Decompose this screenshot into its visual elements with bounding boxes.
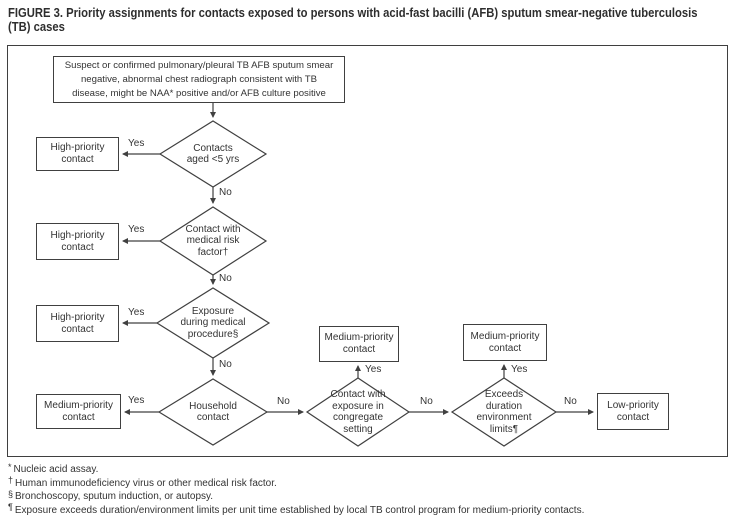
decision-diamond-medical-procedure (155, 287, 271, 359)
edge-label-no-medical-risk: No (219, 273, 232, 284)
footnote-item: †Human immunodeficiency virus or other m… (8, 475, 730, 491)
start-node: Suspect or confirmed pulmonary/pleural T… (53, 56, 345, 103)
figure-title: FIGURE 3. Priority assignments for conta… (8, 6, 698, 34)
footnote-list: *Nucleic acid assay. †Human immunodefici… (8, 461, 730, 518)
flow-arrows (122, 103, 594, 415)
decision-diamond-duration-limits (450, 377, 558, 447)
footnote-item: ¶Exposure exceeds duration/environment l… (8, 502, 730, 518)
edge-label-no-duration: No (564, 396, 577, 407)
footnote-text: Exposure exceeds duration/environment li… (14, 504, 585, 516)
flowchart-canvas (122, 103, 594, 447)
footnote-marker: † (8, 475, 14, 485)
decision-diamond-medical-risk (158, 206, 268, 276)
edge-label-yes-medical-procedure: Yes (128, 307, 145, 318)
edge-label-no-medical-procedure: No (219, 359, 232, 370)
edge-label-yes-congregate: Yes (365, 364, 382, 375)
edge-label-yes-duration: Yes (511, 364, 528, 375)
edge-label-yes-medical-risk: Yes (128, 224, 145, 235)
outcome-high-priority-1: High-priority contact (36, 137, 119, 171)
footnote-item: §Bronchoscopy, sputum induction, or auto… (8, 488, 730, 504)
footnote-item: *Nucleic acid assay. (8, 461, 730, 477)
decision-diamond-congregate (305, 377, 411, 447)
outcome-medium-priority-congregate: Medium-priority contact (319, 326, 399, 362)
footnote-marker: ¶ (8, 502, 13, 512)
footnote-text: Nucleic acid assay. (13, 464, 99, 475)
footnote-marker: * (8, 461, 12, 472)
outcome-low-priority: Low-priority contact (597, 393, 669, 430)
edge-label-yes-age: Yes (128, 138, 145, 149)
decision-diamond-age (158, 120, 268, 188)
outcome-high-priority-3: High-priority contact (36, 305, 119, 342)
footnote-marker: § (8, 488, 14, 499)
flowchart-panel: Suspect or confirmed pulmonary/pleural T… (7, 45, 728, 457)
footnote-text: Human immunodeficiency virus or other me… (15, 477, 277, 489)
outcome-medium-priority-household: Medium-priority contact (36, 394, 121, 429)
footnote-text: Bronchoscopy, sputum induction, or autop… (15, 491, 214, 502)
outcome-high-priority-2: High-priority contact (36, 223, 119, 260)
edge-label-no-age: No (219, 187, 232, 198)
edge-label-no-congregate: No (420, 396, 433, 407)
edge-label-yes-household: Yes (128, 395, 145, 406)
edge-label-no-household: No (277, 396, 290, 407)
decision-diamond-household (157, 378, 269, 446)
outcome-medium-priority-duration: Medium-priority contact (463, 324, 547, 361)
